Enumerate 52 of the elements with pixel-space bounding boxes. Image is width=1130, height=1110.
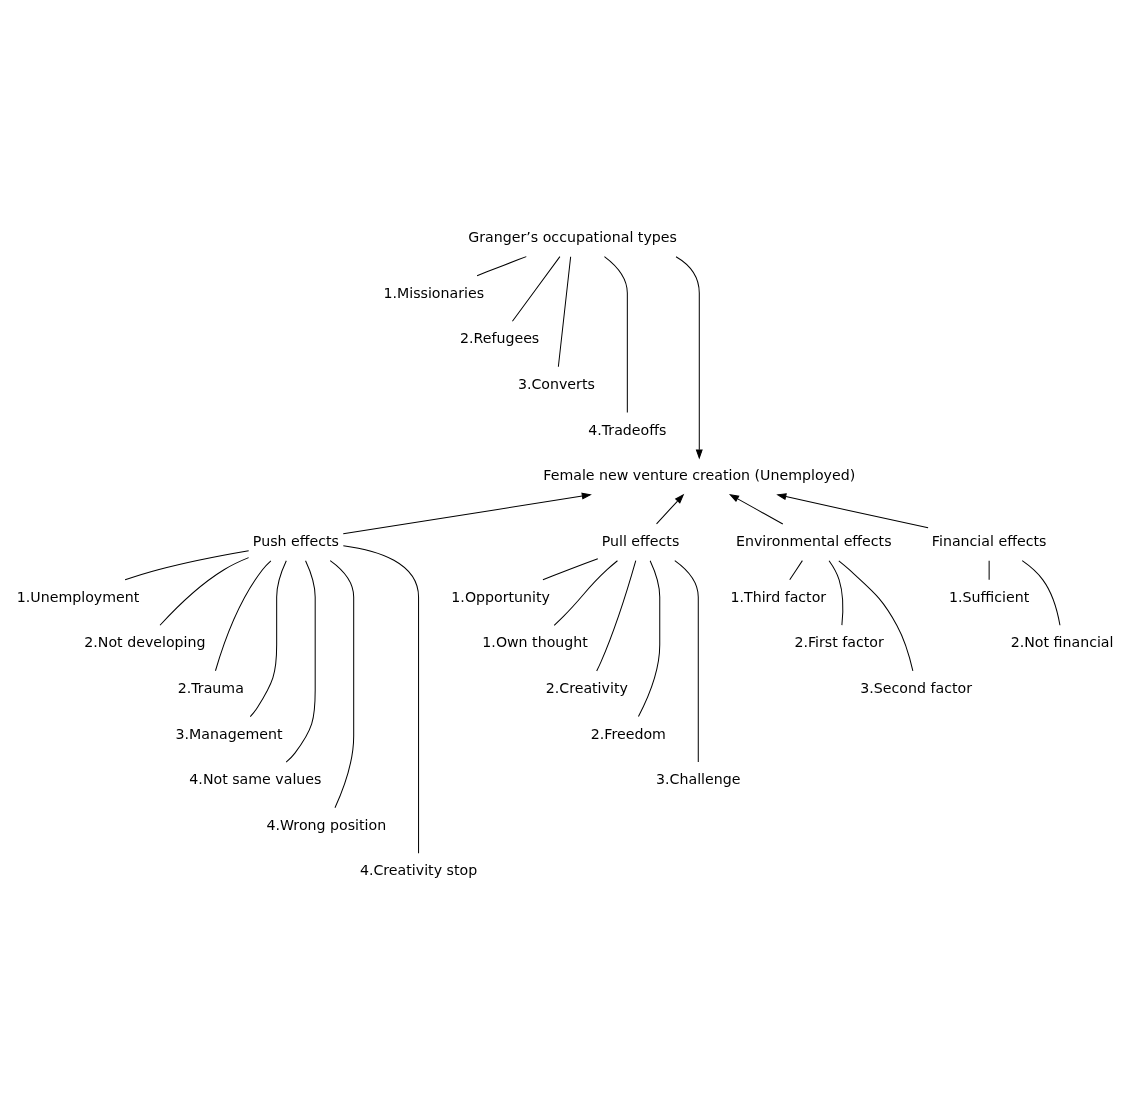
node-text: 3.Converts	[517, 376, 595, 392]
connector	[789, 560, 803, 581]
node-text: 1.Third factor	[730, 588, 827, 605]
connector	[838, 560, 914, 672]
node-text: Granger’s occupational types	[468, 229, 677, 246]
node-text: 2.Not financial	[1010, 634, 1114, 651]
node-text: Environmental effects	[736, 533, 892, 550]
node-text: 1.Opportunity	[451, 588, 550, 605]
arrow	[776, 493, 929, 529]
connector	[249, 560, 287, 718]
connector	[553, 560, 618, 626]
node-text: 2.Refugees	[460, 330, 540, 347]
connector	[596, 560, 637, 672]
connector	[285, 560, 316, 763]
node-text: 1.Own thought	[482, 634, 588, 651]
connector	[124, 550, 250, 581]
connector	[637, 560, 661, 717]
node-text: 3.Challenge	[656, 771, 741, 788]
connector	[603, 256, 628, 413]
node-text: 4.Wrong position	[266, 816, 387, 833]
node-text: 1.Missionaries	[383, 284, 485, 301]
node-text: 4.Tradeoffs	[588, 421, 667, 438]
connector	[214, 560, 272, 672]
node-text: Financial effects	[931, 533, 1047, 550]
node-text: 2.Not developing	[84, 634, 206, 651]
connector	[1021, 560, 1061, 626]
node-text: Pull effects	[601, 533, 680, 550]
node-text: 4.Not same values	[189, 771, 322, 788]
node-text: 2.First factor	[794, 634, 884, 651]
node-text: 3.Management	[175, 725, 283, 742]
node-text: 2.Creativity	[545, 680, 628, 697]
connector	[542, 558, 599, 581]
connector	[329, 560, 355, 809]
node-text: 4.Creativity stop	[359, 862, 478, 879]
node-text: 1.Sufficient	[949, 588, 1030, 605]
connector	[159, 557, 250, 626]
connector	[674, 560, 699, 763]
node-text: 2.Freedom	[590, 725, 666, 742]
arrow	[342, 492, 592, 535]
node-text: 2.Trauma	[177, 680, 244, 697]
node-text: 3.Second factor	[860, 680, 973, 697]
arrow	[656, 493, 685, 525]
node-text: Female new venture creation (Unemployed)	[543, 467, 856, 484]
arrow	[728, 494, 784, 525]
node-text: 1.Unemployment	[16, 588, 140, 605]
connector	[828, 560, 844, 626]
node-text: Push effects	[252, 533, 339, 550]
connector	[511, 256, 561, 322]
connector	[476, 256, 527, 277]
arrow	[675, 256, 703, 460]
connector	[557, 256, 572, 368]
connector	[342, 545, 420, 854]
